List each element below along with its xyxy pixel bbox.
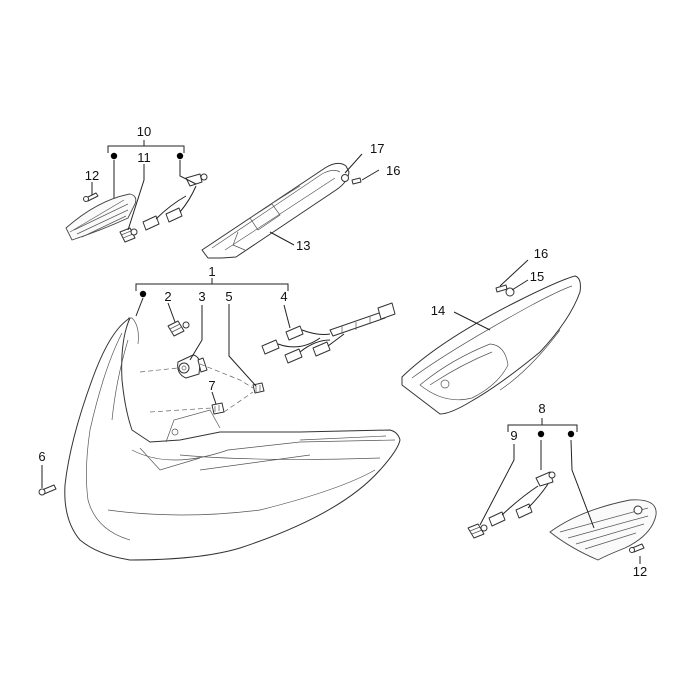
callout-9: 9 (510, 428, 517, 443)
callout-6: 6 (38, 449, 45, 464)
part-7-clip (211, 402, 225, 415)
marker-dot (139, 290, 147, 298)
callout-17: 17 (370, 141, 384, 156)
callout-12-right: 12 (633, 564, 647, 579)
part-8-wiring-right (488, 471, 556, 527)
part-17-washer (341, 174, 349, 182)
callout-2: 2 (164, 289, 171, 304)
callout-10: 10 (137, 124, 151, 139)
callout-7: 7 (208, 378, 215, 393)
part-9-bulb-right (467, 523, 488, 539)
part-4-wiring-harness (261, 302, 396, 364)
part-14-side-cover (401, 275, 581, 415)
callout-15: 15 (530, 269, 544, 284)
part-11-bulb-left (119, 227, 138, 243)
part-3-headlight-bulb (177, 354, 208, 379)
callout-14: 14 (431, 303, 445, 318)
callout-3: 3 (198, 289, 205, 304)
assembly-line-c (223, 391, 254, 413)
bracket-markers (110, 152, 575, 438)
part-10-wiring-left (142, 173, 208, 231)
marker-dot (567, 430, 575, 438)
leader-lines (41, 140, 641, 564)
callout-5: 5 (225, 289, 232, 304)
callout-11: 11 (137, 150, 151, 165)
callout-12-left: 12 (85, 168, 99, 183)
marker-dot (176, 152, 184, 160)
assembly-line-d (199, 363, 254, 389)
part-8-indicator-lens (549, 499, 657, 561)
part-12-screw-right (629, 543, 645, 553)
marker-dot (110, 152, 118, 160)
assembly-line-a (139, 367, 179, 373)
assembly-line-b (149, 407, 213, 413)
callout-1: 1 (208, 264, 215, 279)
callout-8: 8 (538, 401, 545, 416)
part-2-bulb (167, 320, 190, 337)
part-labels: 10 11 12 17 16 13 1 2 3 5 4 7 6 16 15 14… (38, 124, 647, 579)
part-6-screw (38, 484, 57, 496)
callout-16-right: 16 (534, 246, 548, 261)
part-1-front-fairing (64, 317, 401, 561)
marker-dot (537, 430, 545, 438)
part-13-light-bar (201, 162, 350, 259)
callout-13: 13 (296, 238, 310, 253)
part-10-indicator-lens (65, 193, 137, 241)
part-12-screw-left (83, 192, 99, 202)
part-16-screw-right (495, 284, 508, 293)
part-16-screw-top (351, 177, 362, 185)
callout-4: 4 (280, 289, 287, 304)
callout-16-top: 16 (386, 163, 400, 178)
